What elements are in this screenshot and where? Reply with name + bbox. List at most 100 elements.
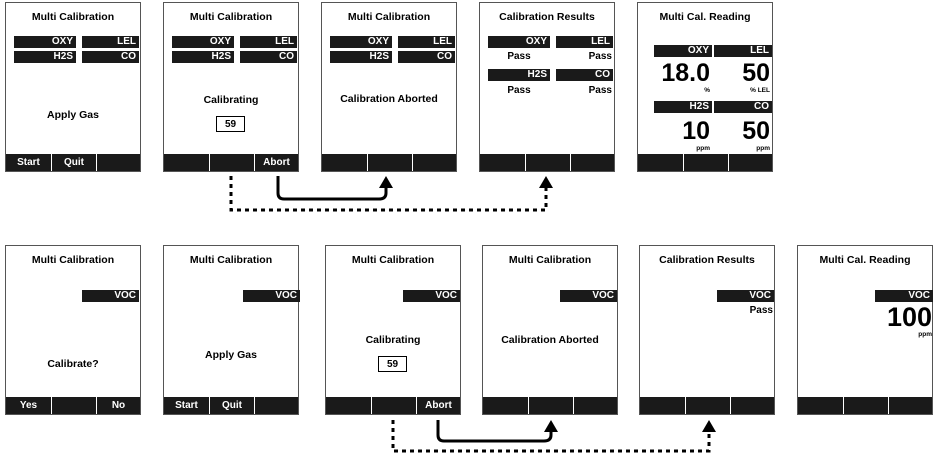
blank-softkey[interactable] (888, 397, 932, 414)
arrowhead (379, 176, 393, 188)
screen-title: Multi Cal. Reading (819, 254, 911, 266)
sensor-co: CO (556, 69, 613, 81)
h2s-unit: ppm (696, 145, 710, 152)
sensor-oxy: OXY (654, 45, 712, 57)
sensor-h2s: H2S (488, 69, 550, 81)
oxy-pass: Pass (507, 51, 531, 62)
abort-softkey[interactable]: Abort (254, 154, 298, 171)
calibrating-message: Calibrating (365, 334, 421, 346)
blank-softkey[interactable] (367, 154, 412, 171)
abort-softkey[interactable]: Abort (416, 397, 460, 414)
screen-multi-results: Calibration Results OXY LEL Pass Pass H2… (479, 2, 615, 172)
screen-title: Multi Cal. Reading (659, 11, 751, 23)
screen-title: Calibration Results (659, 254, 755, 266)
blank-softkey[interactable] (683, 154, 728, 171)
sensor-h2s: H2S (172, 51, 234, 63)
arrowhead (544, 420, 558, 432)
sensor-co: CO (240, 51, 297, 63)
screen-multi-calibrating: Multi Calibration OXY LEL H2S CO Calibra… (163, 2, 299, 172)
screen-title: Multi Calibration (347, 11, 431, 23)
blank-softkey[interactable] (843, 397, 888, 414)
aborted-message: Calibration Aborted (501, 334, 599, 346)
blank-softkey[interactable] (640, 397, 685, 414)
blank-softkey[interactable] (96, 154, 140, 171)
h2s-pass: Pass (507, 85, 531, 96)
blank-softkey[interactable] (728, 154, 772, 171)
screen-voc-aborted: Multi Calibration VOC Calibration Aborte… (482, 245, 618, 415)
oxy-unit: % (704, 87, 710, 94)
screen-title: Multi Calibration (351, 254, 435, 266)
dotted-flow-arrow (229, 176, 548, 212)
quit-softkey[interactable]: Quit (51, 154, 96, 171)
no-softkey[interactable]: No (96, 397, 140, 414)
screen-voc-calibrate-prompt: Multi Calibration VOC Calibrate? Yes No (5, 245, 141, 415)
screen-multi-apply-gas: Multi Calibration OXY LEL H2S CO Apply G… (5, 2, 141, 172)
quit-softkey[interactable]: Quit (209, 397, 254, 414)
countdown-box: 59 (216, 116, 245, 132)
sensor-lel: LEL (398, 36, 455, 48)
blank-softkey[interactable] (371, 397, 416, 414)
screen-title: Multi Calibration (31, 11, 115, 23)
voc-reading-value: 100 (886, 302, 932, 332)
sensor-lel: LEL (82, 36, 139, 48)
screen-title: Multi Calibration (189, 11, 273, 23)
screen-voc-apply-gas: Multi Calibration VOC Apply Gas Start Qu… (163, 245, 300, 415)
blank-softkey[interactable] (164, 154, 209, 171)
blank-softkey[interactable] (322, 154, 367, 171)
co-reading-value: 50 (742, 117, 770, 145)
blank-softkey[interactable] (730, 397, 774, 414)
blank-softkey[interactable] (528, 397, 573, 414)
blank-softkey[interactable] (480, 154, 525, 171)
lel-unit: % LEL (750, 87, 770, 94)
sensor-h2s: H2S (654, 101, 712, 113)
blank-softkey[interactable] (525, 154, 570, 171)
blank-softkey[interactable] (326, 397, 371, 414)
blank-softkey[interactable] (573, 397, 617, 414)
blank-softkey[interactable] (51, 397, 96, 414)
screen-title: Multi Calibration (508, 254, 592, 266)
blank-softkey[interactable] (638, 154, 683, 171)
calibrate-question: Calibrate? (47, 358, 99, 370)
sensor-co: CO (398, 51, 455, 63)
blank-softkey[interactable] (483, 397, 528, 414)
solid-flow-arrow (436, 420, 553, 443)
lel-pass: Pass (588, 51, 612, 62)
blank-softkey[interactable] (685, 397, 730, 414)
sensor-oxy: OXY (14, 36, 76, 48)
start-softkey[interactable]: Start (164, 397, 209, 414)
sensor-lel: LEL (714, 45, 772, 57)
blank-softkey[interactable] (798, 397, 843, 414)
sensor-voc: VOC (875, 290, 933, 302)
sensor-voc: VOC (403, 290, 460, 302)
screen-title: Calibration Results (499, 11, 595, 23)
screen-voc-results: Calibration Results VOC Pass (639, 245, 775, 415)
blank-softkey[interactable] (412, 154, 456, 171)
sensor-h2s: H2S (330, 51, 392, 63)
co-pass: Pass (588, 85, 612, 96)
yes-softkey[interactable]: Yes (6, 397, 51, 414)
screen-multi-aborted: Multi Calibration OXY LEL H2S CO Calibra… (321, 2, 457, 172)
blank-softkey[interactable] (209, 154, 254, 171)
sensor-oxy: OXY (172, 36, 234, 48)
sensor-oxy: OXY (330, 36, 392, 48)
sensor-co: CO (82, 51, 139, 63)
screen-voc-calibrating: Multi Calibration VOC Calibrating 59 Abo… (325, 245, 461, 415)
blank-softkey[interactable] (254, 397, 298, 414)
arrowhead (539, 176, 553, 188)
apply-gas-message: Apply Gas (205, 349, 257, 361)
co-unit: ppm (756, 145, 770, 152)
sensor-co: CO (714, 101, 772, 113)
countdown-box: 59 (378, 356, 407, 372)
blank-softkey[interactable] (570, 154, 614, 171)
aborted-message: Calibration Aborted (340, 93, 438, 105)
screen-multi-reading: Multi Cal. Reading OXY LEL 18.0 50 % % L… (637, 2, 773, 172)
screen-voc-reading: Multi Cal. Reading VOC 100 ppm (797, 245, 933, 415)
solid-flow-arrow (276, 176, 388, 201)
start-softkey[interactable]: Start (6, 154, 51, 171)
sensor-lel: LEL (240, 36, 297, 48)
apply-gas-message: Apply Gas (47, 109, 99, 121)
screen-title: Multi Calibration (31, 254, 115, 266)
sensor-voc: VOC (82, 290, 139, 302)
sensor-oxy: OXY (488, 36, 550, 48)
sensor-voc: VOC (717, 290, 774, 302)
